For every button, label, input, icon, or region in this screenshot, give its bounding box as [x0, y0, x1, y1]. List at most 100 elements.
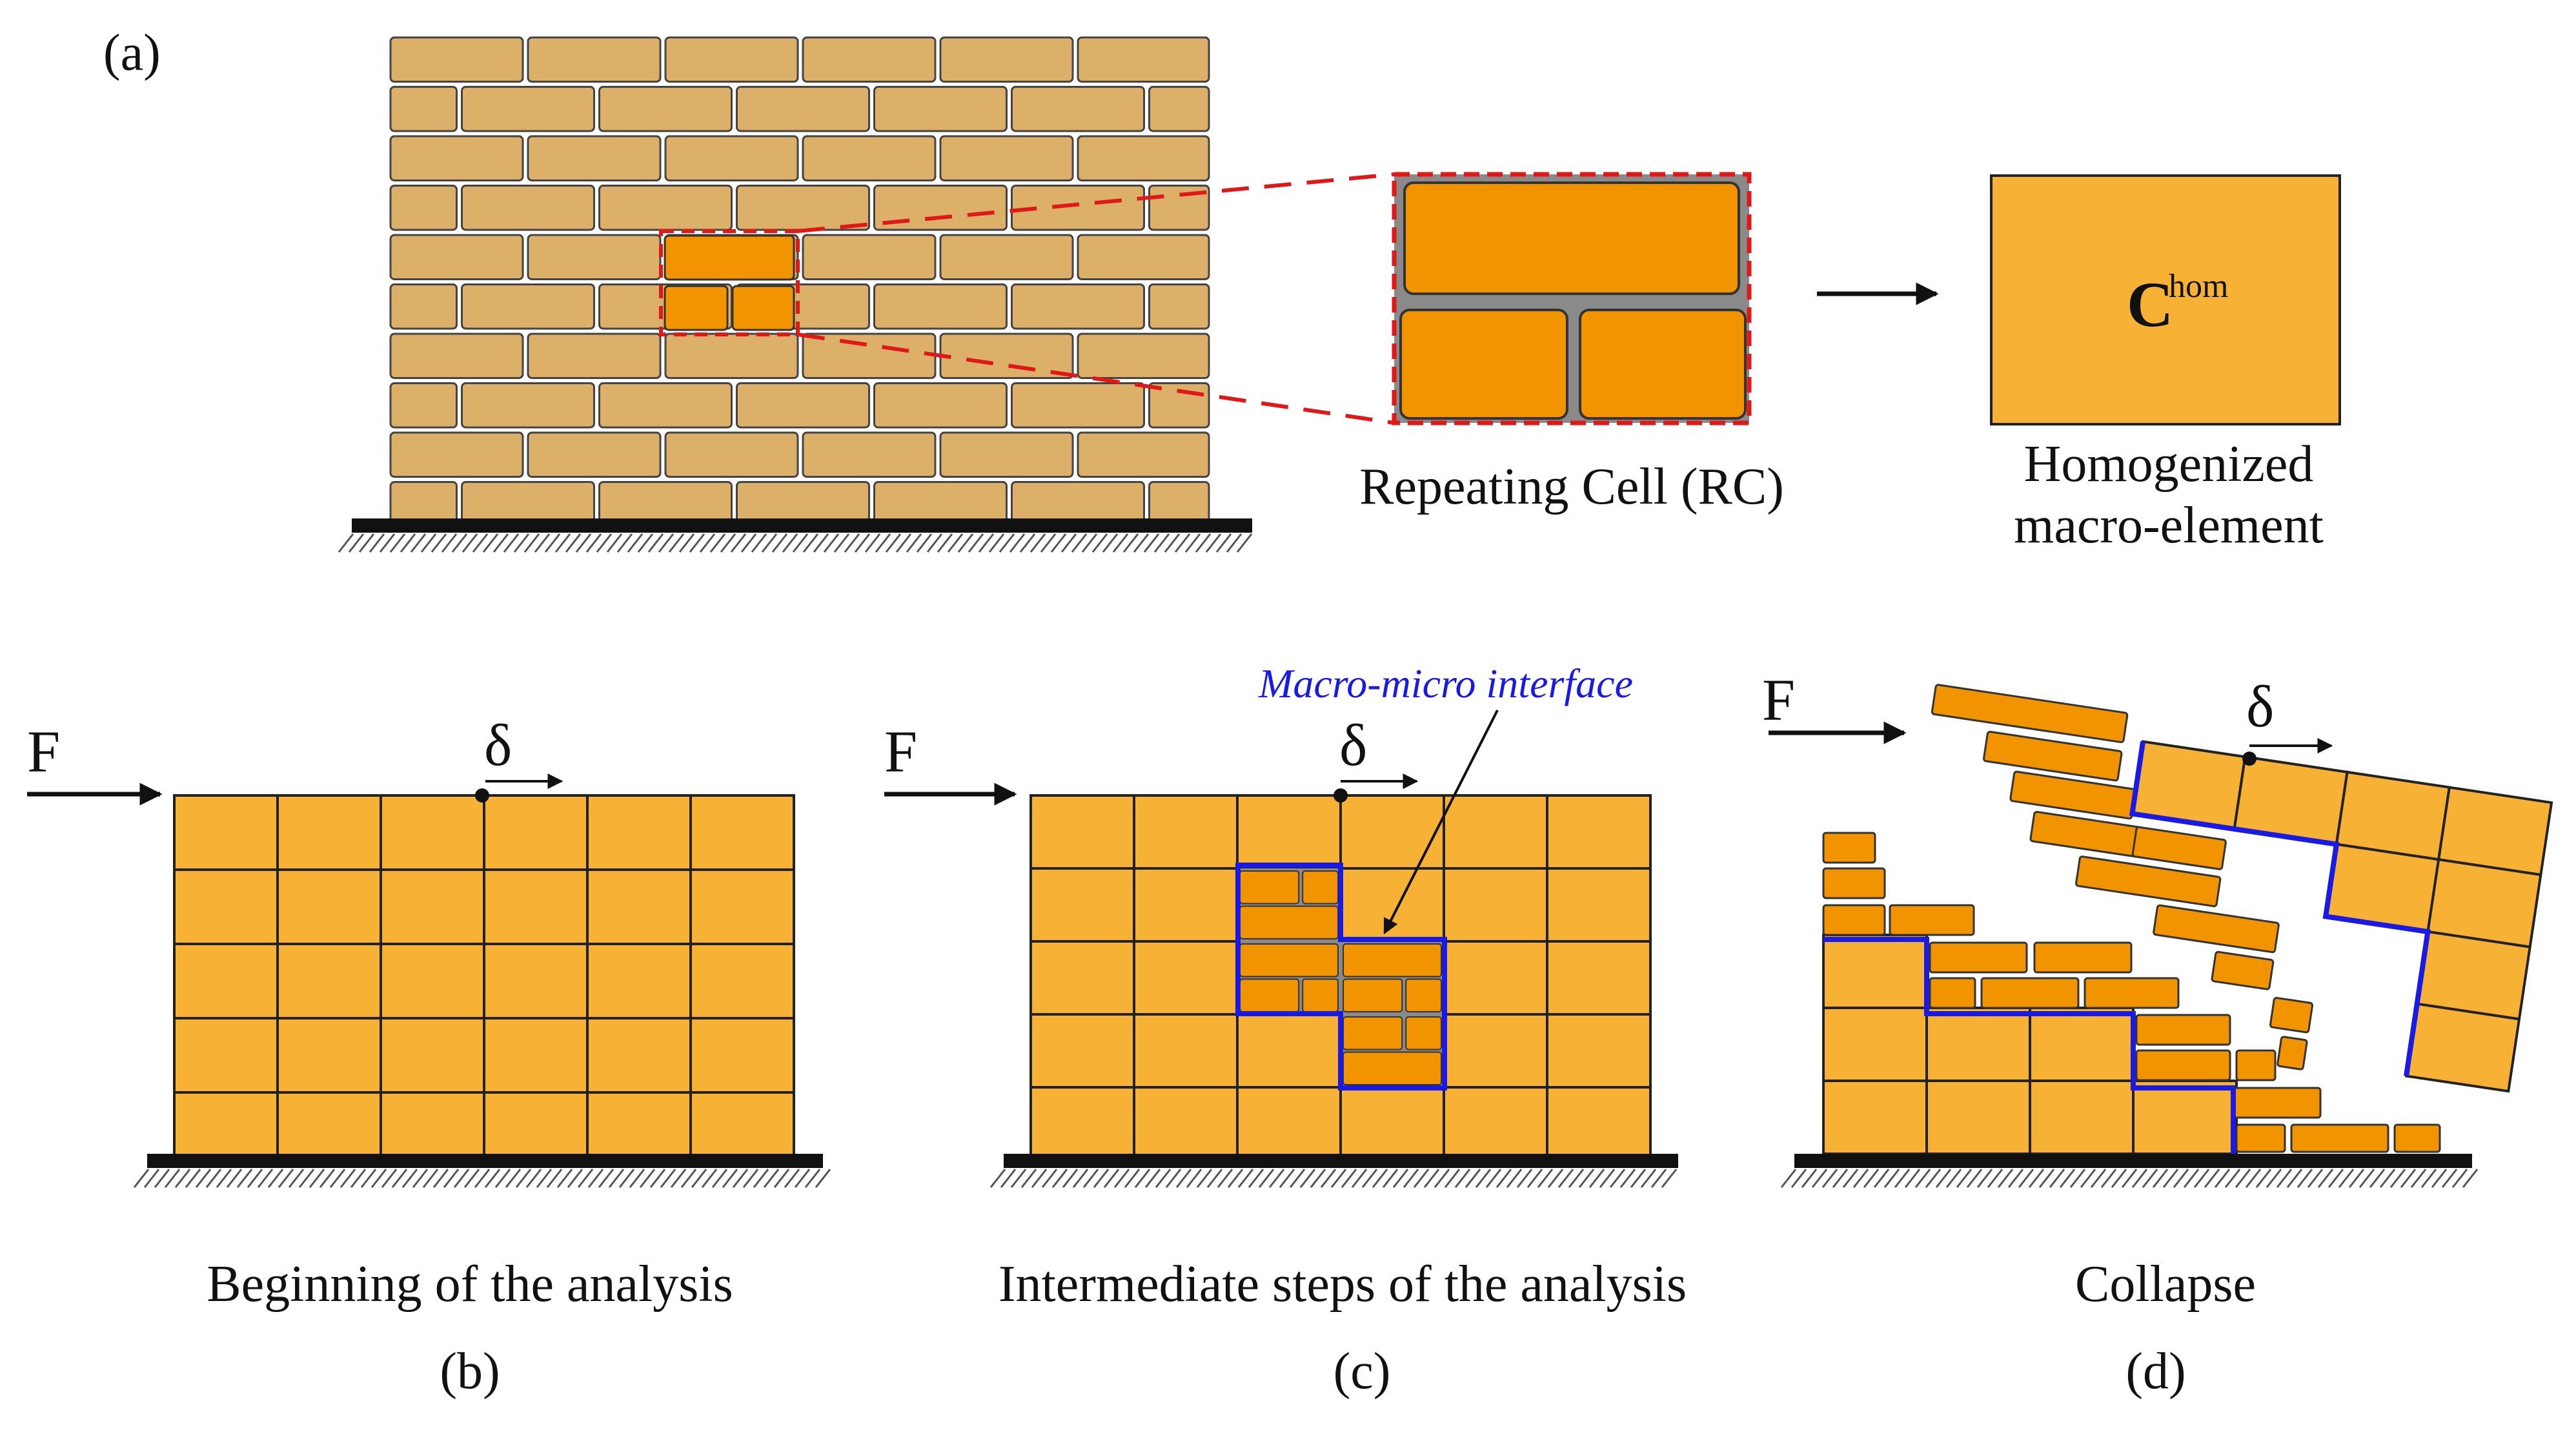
wall-brick — [527, 234, 662, 280]
ground-hatch-line — [647, 533, 664, 553]
ground-hatch-line — [247, 1169, 263, 1188]
macro-element-cell — [1236, 794, 1342, 870]
ground-hatch-line — [443, 1169, 460, 1188]
ground-hatch-line — [1082, 1169, 1099, 1188]
ground-hatch-line — [1227, 1169, 1244, 1188]
wall-brick — [802, 431, 937, 478]
ground-hatch-line — [680, 1169, 697, 1188]
ground-hatch-line — [1155, 1169, 1171, 1188]
ground-hatch-line — [1289, 1169, 1306, 1188]
wall-brick — [1011, 283, 1145, 330]
ground-hatch-line — [1966, 1169, 1983, 1188]
ground-hatch-line — [1330, 1169, 1347, 1188]
ground-hatch-line — [691, 1169, 707, 1188]
ground-hatch-line — [567, 1169, 583, 1188]
ground-hatch-line — [1894, 1169, 1911, 1188]
ground-hatch-line — [2059, 1169, 2076, 1188]
micro-brick — [1822, 832, 1876, 864]
ground-hatch-line — [1010, 1169, 1027, 1188]
macro-element-cell — [586, 794, 692, 871]
ground-hatch-line — [606, 533, 623, 553]
ground-hatch-line — [2328, 1169, 2344, 1188]
micro-brick — [1302, 870, 1339, 905]
ground-hatch-line — [784, 1169, 800, 1188]
ground-hatch-line — [154, 1169, 170, 1188]
ground-hatch-line — [742, 1169, 759, 1188]
ground-hatch-line — [585, 533, 602, 553]
ground-hatch-line — [195, 1169, 212, 1188]
micro-brick — [1343, 1016, 1403, 1050]
macro-element-cell — [1925, 1007, 2031, 1082]
wall-brick — [598, 86, 733, 132]
wall-brick — [736, 185, 870, 231]
ground-hatch-line — [1184, 533, 1201, 553]
macro-element-cell — [1546, 867, 1652, 943]
wall-brick — [1077, 234, 1210, 280]
zoom-line-bottom — [797, 333, 1395, 425]
macro-element-cell — [1925, 1080, 2031, 1155]
macro-element-cell — [2029, 1080, 2135, 1155]
ground-hatch-line — [753, 1169, 769, 1188]
rc-highlight-brick-right — [731, 285, 795, 331]
ground-hatch-line — [968, 533, 984, 553]
ground-hatch-line — [1976, 1169, 1993, 1188]
ground-hatch-line — [1215, 533, 1232, 553]
wall-brick — [736, 86, 870, 132]
ground-hatch-line — [2152, 1169, 2169, 1188]
ground-hatch-line — [1248, 1169, 1264, 1188]
ground-hatch-line — [1361, 1169, 1378, 1188]
wall-brick — [1077, 135, 1210, 181]
rc-highlight-brick-left — [664, 285, 729, 331]
rc-brick-top — [1403, 181, 1740, 295]
ground-hatch-line — [761, 533, 778, 553]
wall-brick — [1148, 86, 1210, 132]
micro-brick — [1929, 977, 1976, 1009]
macro-element-cell — [276, 794, 382, 871]
wall-brick — [527, 135, 662, 181]
macro-element-cell — [1339, 867, 1445, 943]
ground-hatch-line — [1925, 1169, 1942, 1188]
ground-hatch-line — [412, 1169, 429, 1188]
ground-hatch-line — [2018, 1169, 2034, 1188]
micro-brick — [2290, 1123, 2389, 1153]
ground-hatch-line — [379, 533, 396, 553]
ground-hatch-line — [2245, 1169, 2262, 1188]
ground-hatch-line — [1029, 533, 1046, 553]
ground-hatch-line — [2090, 1169, 2107, 1188]
macro-element-cell — [276, 943, 382, 1019]
wall-brick — [1077, 36, 1210, 83]
wall-brick — [802, 234, 937, 280]
ground-hatch-line — [2462, 1169, 2479, 1188]
ground-hatch-line — [534, 533, 551, 553]
macro-element-cell — [2132, 1080, 2238, 1155]
micro-brick — [1343, 1051, 1442, 1085]
hom-superscript: hom — [2169, 268, 2228, 305]
ground-hatch-line — [823, 533, 840, 553]
micro-brick — [1239, 905, 1339, 939]
ground-hatch-line — [2379, 1169, 2396, 1188]
macro-element-cell — [1822, 1007, 1928, 1082]
ground-hatch-line — [2204, 1169, 2220, 1188]
macro-element-cell — [1546, 794, 1652, 870]
micro-brick — [2135, 1014, 2231, 1046]
wall-brick — [389, 382, 458, 429]
ground-hatch-line — [833, 533, 850, 553]
wall-brick — [1011, 382, 1145, 429]
ground-hatch-line — [278, 1169, 294, 1188]
collapsed-wedge-group — [1931, 684, 2553, 1093]
macro-element-grid — [173, 794, 795, 1168]
ground-hatch-line — [813, 533, 829, 553]
ground-hatch-line — [451, 533, 468, 553]
ground-hatch-line — [1945, 1169, 1962, 1188]
interface-pointer-arrow — [1383, 710, 1499, 935]
macro-element-cell — [1133, 867, 1239, 943]
ground-hatch-line — [391, 1169, 408, 1188]
macro-element-cell — [1546, 1013, 1652, 1089]
ground-hatch-line — [804, 1169, 821, 1188]
ground-hatch-line — [1832, 1169, 1849, 1188]
ground-hatch-line — [937, 533, 953, 553]
ground-hatch-line — [461, 533, 478, 553]
ground-hatch-line — [525, 1169, 542, 1188]
ground-hatch-line — [1196, 1169, 1213, 1188]
